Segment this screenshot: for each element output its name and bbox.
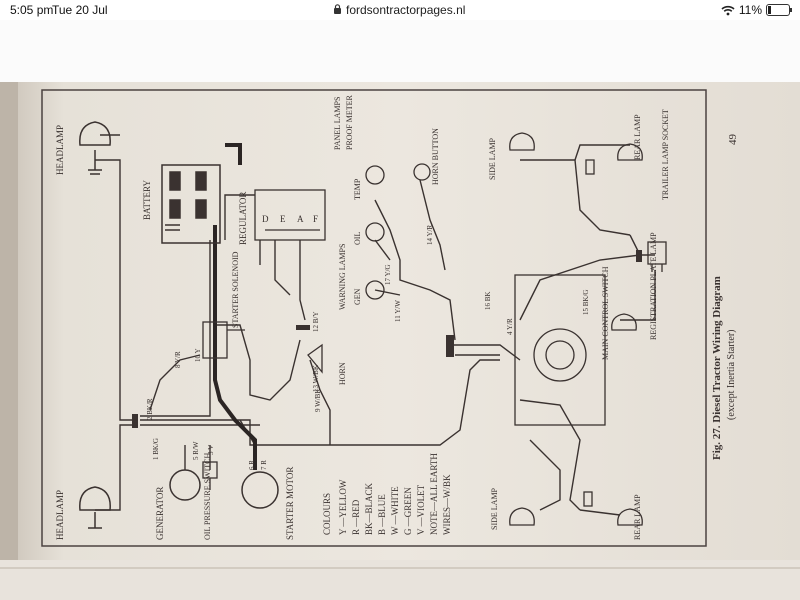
oil-pressure-label: OIL PRESSURE SWITCH [203,453,212,540]
page-margin [0,20,800,82]
headlamp-top-symbol [79,121,111,175]
status-bar: 5:05 pm Tue 20 Jul fordsontractorpages.n… [0,0,800,20]
starter-motor-symbol [241,471,279,509]
colour-key-item: NOTE—ALL EARTH [429,453,439,535]
colours-title: COLOURS [322,493,332,535]
wifi-icon [721,5,735,15]
regulator-label: REGULATOR [238,192,248,245]
reg-terminal-f: F [313,214,318,224]
wire-tag: 14 Y/R [426,225,434,245]
horn-button-symbol [413,163,431,181]
wire-tag: 6 R [248,460,256,470]
panel-lamps-label: PANEL LAMPS [333,97,342,150]
wire-tag: 10 Y [194,348,202,362]
wire-tag: 3 V [207,445,215,455]
wire-tag: 13 W/BK [312,365,320,392]
reg-terminal-d: D [262,214,269,224]
reg-terminal-e: E [280,214,286,224]
horn-button-label: HORN BUTTON [431,128,440,185]
wire-tag: 16 BK [484,292,492,310]
wiring-diagram-page: HEADLAMP HEADLAMP BATTERY REGULATOR D E … [0,82,800,600]
starter-solenoid-symbol [202,321,245,359]
registration-lamp-symbol [611,313,637,331]
rear-lamp-top-label: REAR LAMP [633,114,642,160]
colour-key-item: R —RED [351,499,361,535]
wire-tag: 15 BK/G [582,290,590,315]
warning-lamps-label: WARNING LAMPS [338,244,347,310]
generator-symbol [169,469,201,501]
horn-symbol [307,343,323,374]
colour-key-item: V —VIOLET [416,484,426,535]
proof-meter-label: PROOF METER [345,94,354,150]
main-control-switch-label: MAIN CONTROL SWITCH [601,266,610,360]
page-number: 49 [727,134,739,146]
figure-subcaption: (except Inertia Starter) [726,329,737,420]
panel-lamp-symbols [365,165,385,300]
wire-tag: 7 R [260,460,268,470]
wire-tag: 12 B/Y [312,312,320,332]
figure-caption: Fig. 27. Diesel Tractor Wiring Diagram [711,276,723,460]
colour-key-item: BK—BLACK [364,482,374,535]
rear-lamp-bottom-label: REAR LAMP [633,494,642,540]
side-lamp-top-label: SIDE LAMP [488,137,497,180]
registration-lamp-label: REGISTRATION PLATE LAMP [649,232,658,340]
side-lamp-bottom-label: SIDE LAMP [490,487,499,530]
regulator-symbol [254,189,326,241]
side-lamp-top-symbol [509,132,535,151]
wire-tag: 11 Y/W [394,300,402,322]
colour-key-item: B —BLUE [377,494,387,535]
headlamp-top-label: HEADLAMP [55,125,65,175]
wiring-lines [95,134,656,516]
wire-tag: 2 BK/R [146,398,154,420]
side-lamp-bottom-symbol [509,507,535,526]
trailer-socket-label: TRAILER LAMP SOCKET [661,109,670,200]
colour-key-item: W —WHITE [390,486,400,535]
diagram-border [41,89,707,547]
battery-icon [766,4,792,16]
status-time: 5:05 pm [10,3,54,17]
wire-tag: 9 W/BK [314,389,322,412]
status-date: Tue 20 Jul [52,3,108,17]
colour-key: COLOURS Y —YELLOW R —RED BK—BLACK B —BLU… [322,453,452,535]
junction-blocks [132,250,642,428]
headlamp-bottom-label: HEADLAMP [55,490,65,540]
gen-label: GEN [353,288,362,305]
wire-tag: 5 R/W [192,441,200,460]
battery-cable [213,225,257,470]
horn-label: HORN [338,362,347,385]
status-right: 11% [721,3,792,17]
wire-tags: 1 BK/G 2 BK/R 3 V 4 Y/R 5 R/W 6 R 7 R 8 … [146,225,590,470]
temp-label: TEMP [353,178,362,200]
main-control-switch-symbol [514,274,606,426]
headlamp-bottom-symbol [79,486,111,529]
wire-tag: 1 BK/G [152,438,160,460]
wire-tag: 8 Y/R [174,351,182,368]
oil-pressure-switch-symbol [202,461,218,490]
address-url[interactable]: fordsontractorpages.nl [346,3,466,17]
battery-label: BATTERY [142,179,152,220]
lock-icon [334,4,341,14]
rear-lamp-top-symbol [585,143,643,175]
starter-motor-label: STARTER MOTOR [285,467,295,540]
starter-solenoid-label: STARTER SOLENOID [231,251,240,328]
generator-label: GENERATOR [155,487,165,540]
oil-label: OIL [353,232,362,245]
reg-terminal-a: A [297,214,304,224]
rear-lamp-bottom-symbol [583,491,643,526]
colour-key-item: G —GREEN [403,487,413,535]
battery-symbol [161,164,221,244]
wire-tag: 17 Y/G [384,264,392,285]
wire-tag: 4 Y/R [506,318,514,335]
battery-percent: 11% [738,3,762,17]
colour-key-item: Y —YELLOW [338,479,348,535]
trailer-socket-symbol [647,241,667,272]
colour-key-item: WIRES—W/BK [442,474,452,535]
